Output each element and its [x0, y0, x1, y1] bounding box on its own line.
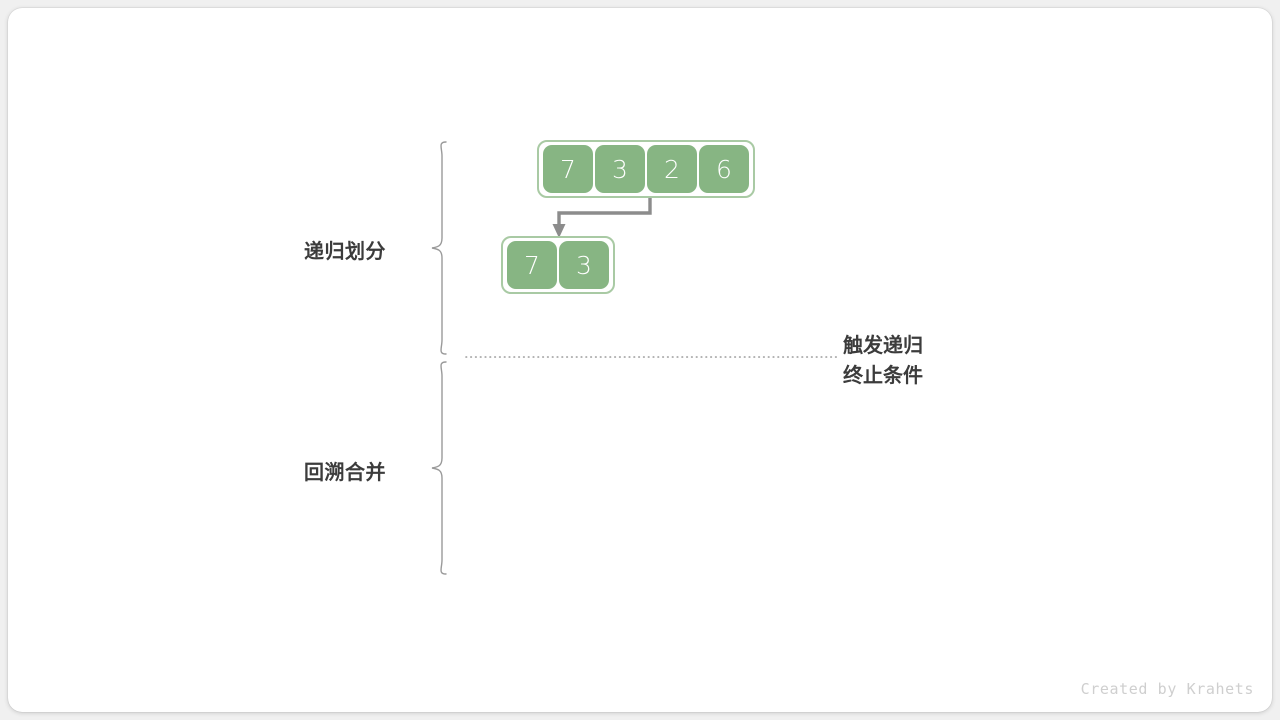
base-case-annotation-line2: 终止条件: [843, 365, 923, 387]
phase-label-divide: 递归划分: [304, 241, 386, 263]
base-case-annotation: 触发递归 终止条件: [843, 331, 923, 391]
base-case-annotation-line1: 触发递归: [843, 335, 923, 357]
array-cell: 2: [647, 145, 697, 193]
array-cell: 6: [699, 145, 749, 193]
array-cell: 7: [507, 241, 557, 289]
brace-divide-icon: [431, 141, 447, 355]
array-root: 7 3 2 6: [537, 140, 755, 198]
array-left-subarray: 7 3: [501, 236, 615, 294]
array-cell: 3: [595, 145, 645, 193]
window-card: [8, 8, 1272, 712]
credit-text: Created by Krahets: [1080, 680, 1254, 698]
phase-label-merge: 回溯合并: [304, 462, 386, 484]
brace-merge-icon: [431, 361, 447, 575]
array-cell: 7: [543, 145, 593, 193]
array-cell: 3: [559, 241, 609, 289]
split-arrow-head-icon: [552, 224, 566, 238]
split-arrow-icon: [557, 196, 652, 228]
